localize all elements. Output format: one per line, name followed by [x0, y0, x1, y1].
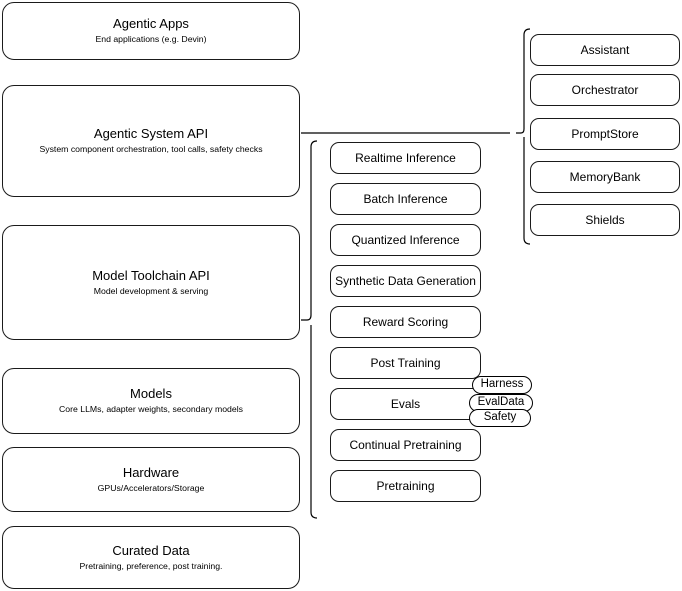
layer-subtitle: Pretraining, preference, post training. — [79, 560, 223, 571]
component-label: Shields — [585, 213, 625, 227]
layer-models[interactable]: Models Core LLMs, adapter weights, secon… — [2, 368, 300, 434]
bracket-system-components — [516, 28, 531, 245]
pill-label: Harness — [480, 378, 524, 391]
capability-synthetic-data-generation[interactable]: Synthetic Data Generation — [330, 265, 481, 297]
layer-agentic-system-api[interactable]: Agentic System API System component orch… — [2, 85, 300, 197]
capability-label: Batch Inference — [363, 192, 448, 206]
capability-label: Pretraining — [376, 479, 435, 493]
component-assistant[interactable]: Assistant — [530, 34, 680, 66]
bracket-toolchain-capabilities — [301, 140, 318, 519]
layer-hardware[interactable]: Hardware GPUs/Accelerators/Storage — [2, 447, 300, 512]
layer-model-toolchain-api[interactable]: Model Toolchain API Model development & … — [2, 225, 300, 340]
pill-label: Safety — [483, 411, 517, 424]
component-label: Assistant — [580, 43, 630, 57]
evals-subcomponent-harness[interactable]: Harness — [472, 376, 532, 394]
capability-quantized-inference[interactable]: Quantized Inference — [330, 224, 481, 256]
capability-batch-inference[interactable]: Batch Inference — [330, 183, 481, 215]
layer-title: Hardware — [122, 464, 180, 480]
layer-title: Agentic System API — [93, 126, 209, 141]
capability-evals[interactable]: Evals — [330, 388, 481, 420]
layer-subtitle: End applications (e.g. Devin) — [95, 34, 207, 44]
layer-curated-data[interactable]: Curated Data Pretraining, preference, po… — [2, 526, 300, 589]
layer-title: Models — [130, 386, 172, 401]
layer-subtitle: GPUs/Accelerators/Storage — [97, 482, 205, 493]
layer-subtitle: Core LLMs, adapter weights, secondary mo… — [59, 404, 243, 414]
capability-post-training[interactable]: Post Training — [330, 347, 481, 379]
capability-label: Realtime Inference — [355, 151, 456, 165]
component-promptstore[interactable]: PromptStore — [530, 118, 680, 150]
capability-label: Post Training — [370, 356, 441, 370]
capability-realtime-inference[interactable]: Realtime Inference — [330, 142, 481, 174]
layer-title: Model Toolchain API — [92, 267, 210, 283]
capability-label: Continual Pretraining — [349, 438, 462, 452]
capability-label: Quantized Inference — [351, 233, 460, 247]
component-orchestrator[interactable]: Orchestrator — [530, 74, 680, 106]
pill-label: EvalData — [477, 396, 525, 409]
capability-label: Synthetic Data Generation — [335, 274, 476, 288]
component-label: MemoryBank — [569, 170, 641, 184]
capability-label: Reward Scoring — [362, 315, 449, 329]
layer-agentic-apps[interactable]: Agentic Apps End applications (e.g. Devi… — [2, 2, 300, 60]
capability-label: Evals — [390, 397, 421, 411]
component-memorybank[interactable]: MemoryBank — [530, 161, 680, 193]
component-label: Orchestrator — [571, 83, 639, 97]
capability-reward-scoring[interactable]: Reward Scoring — [330, 306, 481, 338]
component-label: PromptStore — [571, 127, 639, 141]
layer-title: Curated Data — [112, 542, 190, 558]
layer-subtitle: Model development & serving — [93, 285, 209, 296]
capability-pretraining[interactable]: Pretraining — [330, 470, 481, 502]
component-shields[interactable]: Shields — [530, 204, 680, 236]
layer-title: Agentic Apps — [113, 16, 189, 31]
layer-subtitle: System component orchestration, tool cal… — [39, 144, 263, 154]
capability-continual-pretraining[interactable]: Continual Pretraining — [330, 429, 481, 461]
evals-subcomponent-safety[interactable]: Safety — [469, 409, 531, 427]
